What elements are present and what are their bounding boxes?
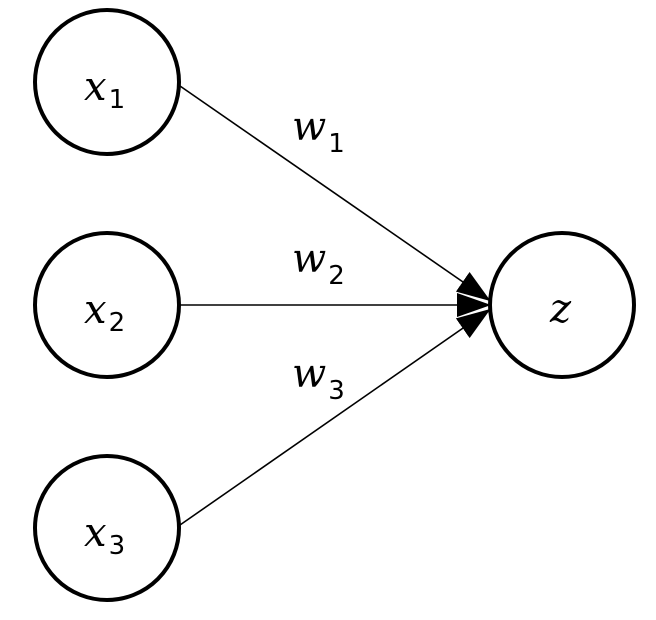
node-x1-label: x1 [84, 64, 125, 115]
edge-x1-z [179, 85, 491, 302]
node-x1: x1 [33, 8, 181, 156]
weight-label-w3: w3 [292, 351, 345, 406]
edge-labels: w1 w2 w3 [292, 104, 345, 406]
weight-label-w2: w2 [292, 236, 345, 291]
node-x3-circle [33, 454, 181, 602]
node-z-circle [488, 231, 636, 379]
weight-label-w1-sub: 1 [328, 129, 345, 159]
node-x1-circle [33, 8, 181, 156]
node-x3-label: x3 [84, 510, 125, 561]
node-x2-label: x2 [84, 287, 125, 338]
weight-label-w3-sub: 3 [328, 376, 345, 406]
node-x2: x2 [33, 231, 181, 379]
node-x2-sub: 2 [109, 308, 126, 338]
weight-label-w2-sub: 2 [328, 261, 345, 291]
node-x1-var: x [84, 64, 107, 110]
node-x1-sub: 1 [109, 85, 126, 115]
edges [179, 85, 491, 526]
weight-label-w1: w1 [292, 104, 345, 159]
node-x2-circle [33, 231, 181, 379]
node-x3-sub: 3 [109, 531, 126, 561]
weight-label-w1-var: w [292, 104, 326, 150]
node-z-label: z [549, 286, 572, 332]
node-x2-var: x [84, 287, 107, 333]
node-x3-var: x [84, 510, 107, 556]
node-z: z [488, 231, 636, 379]
weight-label-w3-var: w [292, 351, 326, 397]
edge-x3-z [179, 308, 491, 526]
node-x3: x3 [33, 454, 181, 602]
node-z-var: z [549, 286, 572, 332]
weight-label-w2-var: w [292, 236, 326, 282]
